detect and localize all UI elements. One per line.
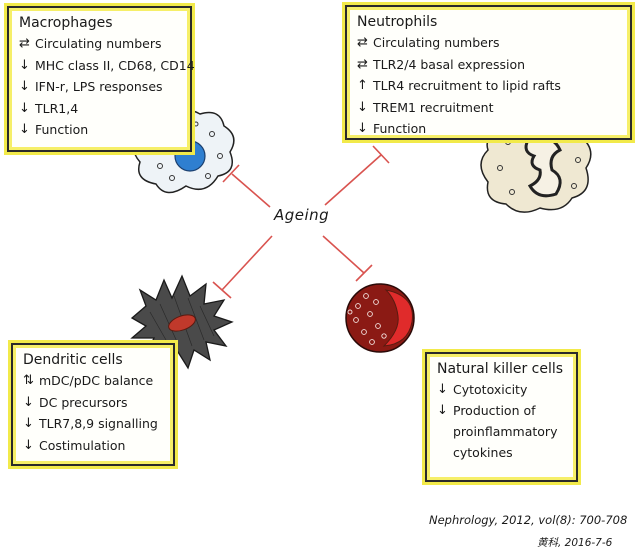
macrophages-item: ↓MHC class II, CD68, CD14 xyxy=(19,55,195,77)
bidirectional-arrows-icon: ⇄ xyxy=(357,35,368,50)
nk-cells-item: ↓Production of xyxy=(437,400,566,421)
up-arrow-icon: ↑ xyxy=(357,78,368,93)
dendritic-cells-title: Dendritic cells xyxy=(23,352,123,368)
nk-cells-item-continuation: proinflammatory xyxy=(453,424,558,439)
nk-cell-icon xyxy=(345,283,415,353)
neutrophils-item: ↓Function xyxy=(357,118,620,140)
down-arrow-icon: ↓ xyxy=(19,100,30,116)
down-arrow-icon: ↓ xyxy=(23,394,34,410)
neutrophils-item: ↑TLR4 recruitment to lipid rafts xyxy=(357,75,620,97)
inhibit-line-macrophages xyxy=(231,173,271,208)
down-arrow-icon: ↓ xyxy=(19,57,30,73)
dendritic-cells-item: ↓TLR7,8,9 signalling xyxy=(23,413,163,435)
bidirectional-arrows-icon: ⇄ xyxy=(19,36,30,51)
inhibit-bar-macrophages xyxy=(222,164,240,183)
dendritic-cells-item: ↓DC precursors xyxy=(23,392,163,414)
down-arrow-icon: ↓ xyxy=(437,382,448,397)
down-arrow-icon: ↓ xyxy=(19,122,30,137)
signature: 黄科, 2016-7-6 xyxy=(537,537,613,549)
down-arrow-icon: ↓ xyxy=(357,121,368,136)
dendritic-cells-item: ↓Costimulation xyxy=(23,435,163,457)
down-arrow-icon: ↓ xyxy=(23,437,34,453)
nk-cells-item: ↓Cytotoxicity xyxy=(437,379,566,400)
neutrophils-item: ⇄TLR2/4 basal expression xyxy=(357,54,620,76)
inhibit-bar-neutrophils xyxy=(372,145,390,164)
inhibit-line-nk xyxy=(322,235,365,274)
macrophages-title: Macrophages xyxy=(19,15,113,31)
neutrophils-title: Neutrophils xyxy=(357,14,438,30)
down-arrow-icon: ↓ xyxy=(357,99,368,115)
macrophages-box: Macrophages ⇄Circulating numbers ↓MHC cl… xyxy=(7,6,195,152)
dendritic-cells-item: ⇅mDC/pDC balance xyxy=(23,370,163,392)
macrophages-item: ↓IFN-r, LPS responses xyxy=(19,76,180,98)
ageing-label: Ageing xyxy=(274,206,330,224)
inhibit-bar-dendritic xyxy=(212,281,232,299)
macrophages-item: ↓TLR1,4 xyxy=(19,98,180,120)
nk-cells-item-continuation: cytokines xyxy=(453,445,513,460)
nk-cells-box: Natural killer cells ↓Cytotoxicity ↓Prod… xyxy=(425,352,578,482)
neutrophils-item: ↓TREM1 recruitment xyxy=(357,97,620,119)
bidirectional-arrows-icon: ⇄ xyxy=(357,56,368,72)
neutrophils-box: Neutrophils ⇄Circulating numbers ⇄TLR2/4… xyxy=(345,5,632,140)
neutrophils-item: ⇄Circulating numbers xyxy=(357,32,620,54)
down-arrow-icon: ↓ xyxy=(23,416,34,431)
down-arrow-icon: ↓ xyxy=(19,79,30,94)
inhibit-bar-nk xyxy=(355,264,373,282)
inhibit-connectors xyxy=(212,145,390,299)
inhibit-line-neutrophils xyxy=(324,154,382,206)
macrophages-item: ⇄Circulating numbers xyxy=(19,33,180,55)
macrophages-item: ↓Function xyxy=(19,119,180,141)
inhibit-line-dendritic xyxy=(221,235,273,291)
dendritic-cells-box: Dendritic cells ⇅mDC/pDC balance ↓DC pre… xyxy=(11,343,175,466)
citation: Nephrology, 2012, vol(8): 700-708 xyxy=(429,513,628,527)
down-arrow-icon: ↓ xyxy=(437,403,448,418)
nk-cells-title: Natural killer cells xyxy=(437,361,564,377)
up-down-arrows-icon: ⇅ xyxy=(23,373,34,388)
